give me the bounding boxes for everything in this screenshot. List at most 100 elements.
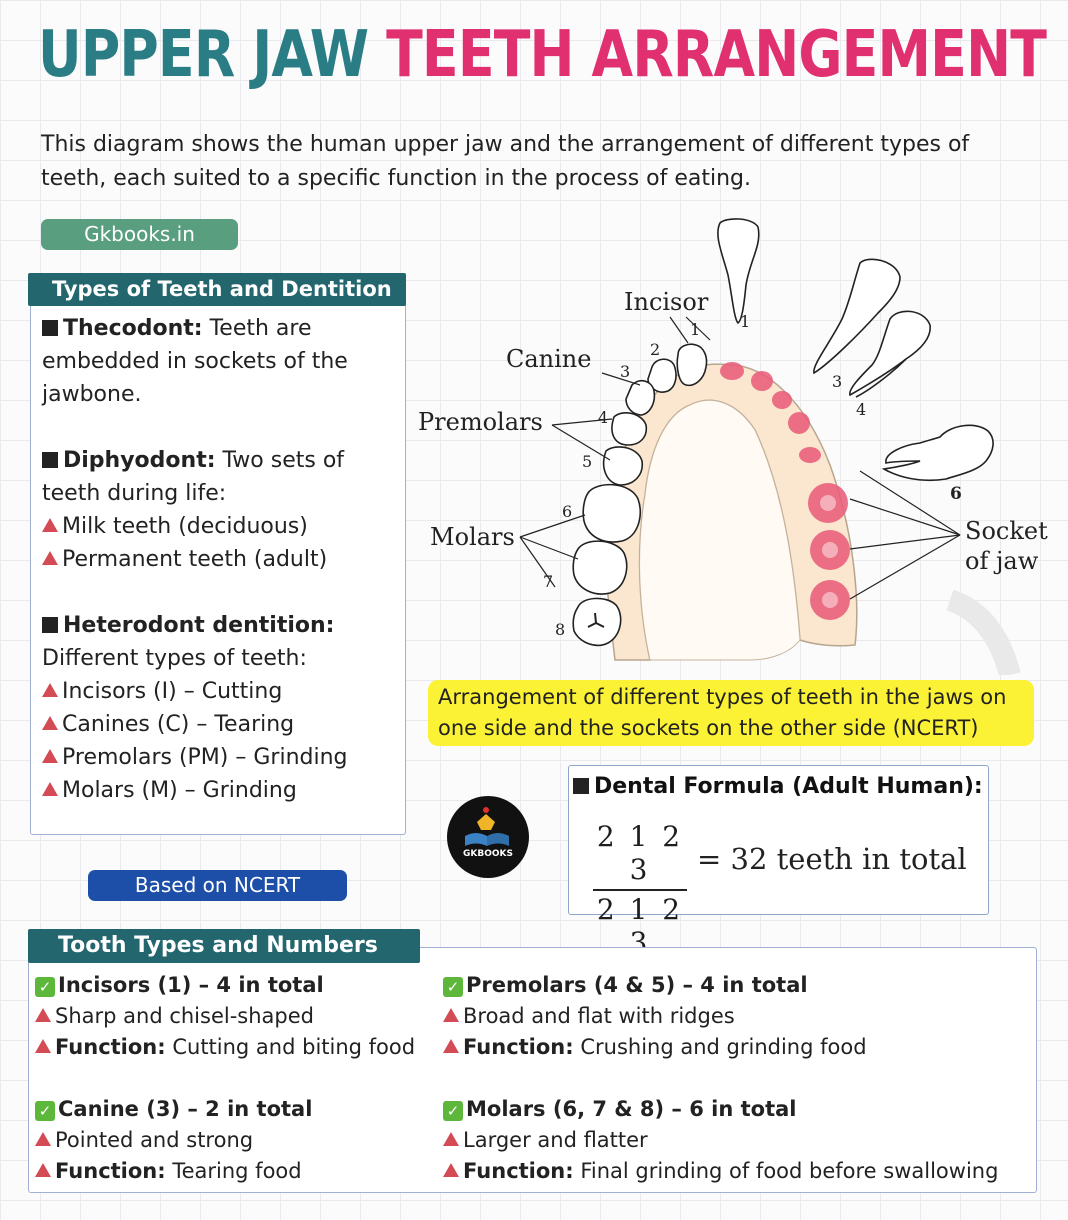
list-item: Molars (M) – Grinding: [42, 774, 402, 807]
square-bullet-icon: [42, 452, 58, 468]
heterodont-item: Heterodont dentition:: [42, 609, 402, 642]
tooth-molar-7: [572, 540, 628, 595]
formula-fraction: 2 1 2 3 2 1 2 3: [593, 820, 687, 959]
num-5: 5: [582, 452, 592, 471]
socket-7: [810, 530, 850, 570]
num-3a: 3: [620, 362, 630, 381]
detached-canine: [813, 258, 901, 375]
num-1b: 1: [740, 312, 750, 331]
formula-numerator: 2 1 2 3: [596, 820, 684, 886]
triangle-bullet-icon: [35, 1008, 51, 1022]
source-badge: Gkbooks.in: [41, 219, 238, 250]
list-item: Premolars (PM) – Grinding: [42, 741, 402, 774]
thecodont-desc: Teeth are embedded in sockets of the jaw…: [42, 316, 348, 407]
thecodont-term: Thecodont:: [63, 316, 203, 341]
socket-8: [810, 580, 850, 620]
num-4a: 4: [598, 408, 608, 427]
num-4b: 4: [856, 400, 866, 419]
square-bullet-icon: [42, 617, 58, 633]
diphyodont-term: Diphyodont:: [63, 448, 216, 473]
dentition-card: Thecodont: Teeth are embedded in sockets…: [30, 293, 406, 835]
num-3b: 3: [832, 372, 842, 391]
detached-molar: [881, 424, 994, 482]
socket-4: [788, 412, 810, 434]
diagram-caption: Arrangement of different types of teeth …: [428, 680, 1034, 746]
fraction-line: [593, 889, 687, 891]
tooth-premolar-5: [602, 446, 644, 486]
tooth-molar-6: [582, 483, 642, 543]
triangle-bullet-icon: [443, 1008, 459, 1022]
socket-6: [808, 483, 848, 523]
incisors-block: ✓Incisors (1) – 4 in total Sharp and chi…: [35, 970, 415, 1063]
triangle-bullet-icon: [42, 518, 58, 532]
num-7: 7: [543, 572, 553, 591]
tooth-incisor-1: [676, 343, 708, 387]
formula-heading: Dental Formula (Adult Human):: [573, 774, 983, 799]
label-socket-line2: of jaw: [965, 547, 1039, 575]
tooth-molar-8: [572, 597, 622, 647]
ncert-badge: Based on NCERT: [88, 870, 347, 901]
check-icon: ✓: [443, 977, 463, 997]
page-title: UPPER JAW TEETH ARRANGEMENT: [38, 10, 1047, 100]
check-icon: ✓: [443, 1101, 463, 1121]
cusp-mark: [587, 612, 605, 628]
square-bullet-icon: [573, 778, 589, 794]
gkbooks-logo: GKBOOKS: [447, 796, 529, 878]
triangle-bullet-icon: [443, 1132, 459, 1146]
num-6a: 6: [562, 502, 572, 521]
jaw-diagram: Incisor Canine Premolars Molars Socket o…: [418, 218, 1048, 675]
list-item: Canines (C) – Tearing: [42, 708, 402, 741]
triangle-bullet-icon: [443, 1163, 459, 1177]
socket-1: [720, 362, 744, 380]
label-incisor: Incisor: [624, 288, 709, 316]
num-1a: 1: [690, 320, 700, 339]
triangle-bullet-icon: [443, 1039, 459, 1053]
tooth-premolar-4: [611, 412, 648, 446]
diphyodont-desc: Two sets of teeth during life:: [42, 448, 345, 506]
detached-incisor: [717, 218, 760, 325]
watermark-shape: [946, 589, 1021, 675]
label-premolars: Premolars: [418, 408, 543, 436]
label-socket-line1: Socket: [965, 517, 1048, 545]
num-6b: 6: [950, 484, 962, 504]
list-item: Permanent teeth (adult): [42, 543, 402, 576]
socket-5: [799, 447, 821, 463]
tooth-canine: [625, 379, 656, 416]
canine-block: ✓Canine (3) – 2 in total Pointed and str…: [35, 1094, 312, 1187]
formula-result: = 32 teeth in total: [697, 842, 967, 876]
intro-text: This diagram shows the human upper jaw a…: [41, 132, 970, 191]
label-molars: Molars: [430, 523, 515, 551]
premolars-block: ✓Premolars (4 & 5) – 4 in total Broad an…: [443, 970, 867, 1063]
triangle-bullet-icon: [42, 782, 58, 796]
triangle-bullet-icon: [35, 1163, 51, 1177]
tooth-types-heading: Tooth Types and Numbers: [28, 929, 420, 963]
triangle-bullet-icon: [35, 1039, 51, 1053]
list-item: Incisors (I) – Cutting: [42, 675, 402, 708]
triangle-bullet-icon: [42, 716, 58, 730]
title-part2: TEETH ARRANGEMENT: [386, 18, 1047, 92]
dentition-heading: Types of Teeth and Dentition: [28, 273, 406, 306]
tooth-types-card: ✓Incisors (1) – 4 in total Sharp and chi…: [28, 947, 1037, 1193]
check-icon: ✓: [35, 1101, 55, 1121]
title-part1: UPPER JAW: [38, 18, 369, 92]
heterodont-term: Heterodont dentition:: [63, 613, 335, 638]
triangle-bullet-icon: [42, 551, 58, 565]
svg-text:GKBOOKS: GKBOOKS: [463, 849, 513, 859]
palate: [639, 399, 801, 661]
square-bullet-icon: [42, 320, 58, 336]
list-item: Milk teeth (deciduous): [42, 510, 402, 543]
triangle-bullet-icon: [35, 1132, 51, 1146]
formula-card: Dental Formula (Adult Human): 2 1 2 3 2 …: [568, 765, 989, 959]
molars-block: ✓Molars (6, 7 & 8) – 6 in total Larger a…: [443, 1094, 998, 1187]
heterodont-desc: Different types of teeth:: [42, 646, 307, 671]
diphyodont-item: Diphyodont: Two sets of teeth during lif…: [42, 444, 402, 510]
thecodont-item: Thecodont: Teeth are embedded in sockets…: [42, 312, 402, 411]
label-canine: Canine: [506, 345, 591, 373]
triangle-bullet-icon: [42, 683, 58, 697]
triangle-bullet-icon: [42, 749, 58, 763]
book-icon: GKBOOKS: [463, 807, 513, 859]
check-icon: ✓: [35, 977, 55, 997]
socket-2: [751, 371, 773, 391]
socket-3: [772, 391, 792, 409]
num-8: 8: [555, 620, 565, 639]
